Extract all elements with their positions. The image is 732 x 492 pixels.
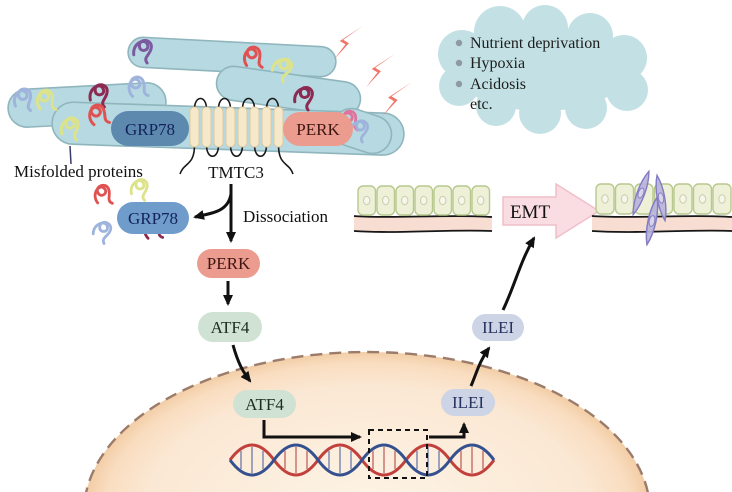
bullet-dot xyxy=(455,59,463,67)
cell-nucleus xyxy=(718,194,726,204)
tm-loop xyxy=(205,144,220,158)
cell-nucleus xyxy=(698,194,707,204)
arrow-gene-to-ilei xyxy=(429,422,469,439)
tm-loop xyxy=(241,97,256,110)
misfolded-protein-icon xyxy=(128,176,150,202)
cell-nucleus xyxy=(477,195,485,206)
cell-nucleus xyxy=(382,195,390,206)
grp78-free-label: GRP78 xyxy=(128,209,178,228)
stress-cloud-list: Nutrient deprivation Hypoxia Acidosis et… xyxy=(455,35,600,113)
cloud-bump xyxy=(565,87,607,129)
basement-membrane-line xyxy=(353,229,493,233)
grp78-bound-oval xyxy=(111,111,189,146)
tm-loop xyxy=(217,97,232,110)
cell-nucleus xyxy=(439,195,447,206)
basement-membrane-line xyxy=(591,215,732,218)
basement-membrane-line xyxy=(353,215,493,218)
cloud-bump xyxy=(606,69,648,111)
tm-helix xyxy=(237,106,248,148)
perk-free-label: PERK xyxy=(207,254,251,273)
perk-free-oval xyxy=(197,249,260,278)
basement-membrane xyxy=(592,216,732,231)
er-tubule xyxy=(215,65,362,117)
misfolded-protein-icon xyxy=(91,182,114,209)
epithelium-normal xyxy=(353,185,493,233)
tm-loop xyxy=(229,144,244,158)
tm-loop xyxy=(193,97,208,110)
lightning-icon xyxy=(366,54,395,88)
tm-helix xyxy=(249,106,260,148)
tm-helix xyxy=(261,106,272,148)
dna-helix xyxy=(228,443,496,477)
ilei-nucleus-label: ILEI xyxy=(452,393,484,412)
grp78-free-group: GRP78 xyxy=(89,176,189,246)
cell-nucleus xyxy=(679,194,687,204)
basement-membrane xyxy=(354,216,492,231)
atf4-cytoplasm-oval xyxy=(198,312,262,342)
cloud-item-hypoxia: Hypoxia xyxy=(470,55,525,72)
tm-helix xyxy=(225,106,236,148)
cell-nucleus xyxy=(620,194,629,204)
ilei-cytoplasm-oval xyxy=(472,314,524,341)
perk-bound-label: PERK xyxy=(296,120,340,139)
cloud-bump xyxy=(519,92,561,134)
misfolded-protein-icon xyxy=(89,217,115,246)
cell-nucleus xyxy=(363,195,371,206)
cloud-bump xyxy=(438,30,486,78)
atf4-nucleus-oval xyxy=(233,390,296,418)
basement-membrane-line xyxy=(591,229,732,233)
ilei-cytoplasm-label: ILEI xyxy=(482,318,514,337)
atf4-cytoplasm-label: ATF4 xyxy=(211,318,250,337)
cell-nucleus xyxy=(458,195,466,206)
cloud-item-etc: etc. xyxy=(470,96,493,113)
lightning-icon xyxy=(382,82,412,117)
cloud-item-acidosis: Acidosis xyxy=(470,76,526,93)
epithelium-emt xyxy=(591,169,732,247)
tm-loop xyxy=(253,144,268,158)
nucleus xyxy=(84,350,650,492)
cloud-bump xyxy=(474,6,526,58)
emt-label: EMT xyxy=(510,202,551,223)
tm-loop xyxy=(277,144,294,175)
tm-helix xyxy=(189,106,200,148)
cloud-item-nutrient: Nutrient deprivation xyxy=(470,35,600,52)
cloud-bump xyxy=(567,13,613,59)
misfolded-pointer-line xyxy=(69,145,72,165)
arrow-ilei-to-emt xyxy=(501,236,536,311)
tm-helix xyxy=(213,106,224,148)
lightning-icon xyxy=(334,26,363,60)
tm-loop xyxy=(179,144,196,175)
stress-cloud xyxy=(438,5,648,134)
grp78-bound-label: GRP78 xyxy=(125,120,175,139)
cell-nucleus xyxy=(420,195,428,206)
grp78-free-oval xyxy=(117,202,189,234)
dna-strand-blue xyxy=(228,443,496,477)
arrow-dissociation-to-grp78 xyxy=(193,193,233,220)
arrow-atf4-into-nucleus xyxy=(231,344,252,383)
cell-nucleus xyxy=(401,195,409,206)
tm-helices xyxy=(189,106,284,148)
gene-target-box xyxy=(368,429,428,479)
dissociation-label: Dissociation xyxy=(243,207,328,226)
arrow-ilei-export xyxy=(469,346,491,387)
cloud-bump xyxy=(522,5,568,51)
bullet-dot xyxy=(455,39,463,47)
tm-helix xyxy=(201,106,212,148)
perk-bound-oval xyxy=(283,112,353,146)
atf4-nucleus-label: ATF4 xyxy=(245,395,284,414)
bullet-dot xyxy=(455,80,463,88)
misfolded-proteins-label: Misfolded proteins xyxy=(14,162,143,181)
emt-block-arrow xyxy=(502,182,601,240)
tm-helix xyxy=(273,106,284,148)
cloud-bump xyxy=(476,86,516,126)
tmtc3-domain xyxy=(179,97,294,175)
cloud-bump xyxy=(601,35,647,81)
tmtc3-label: TMTC3 xyxy=(208,163,264,182)
ilei-nucleus-oval xyxy=(441,389,495,416)
tm-loop xyxy=(265,97,280,110)
arrow-atf4-to-gene xyxy=(262,420,362,442)
cell-nucleus xyxy=(601,194,609,204)
